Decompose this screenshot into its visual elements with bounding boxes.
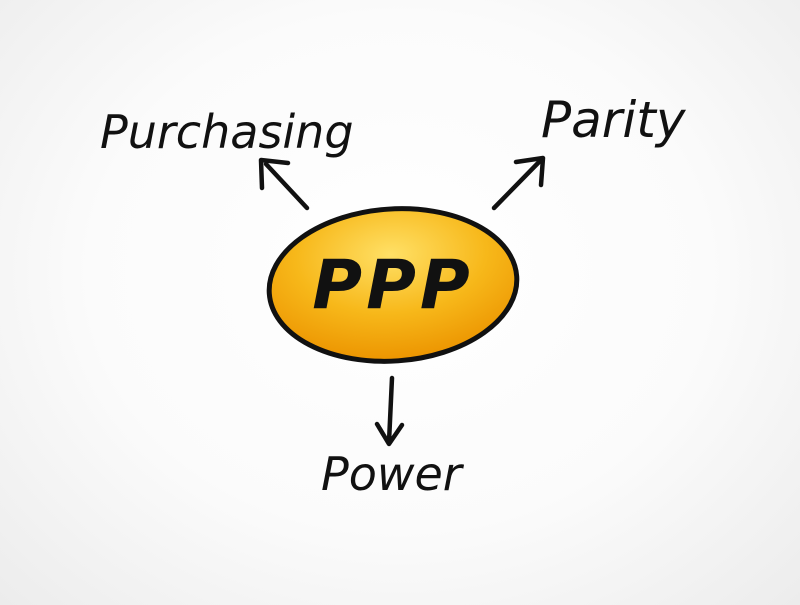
branch-label-purchasing: Purchasing <box>100 105 354 159</box>
arrow-to-parity <box>491 155 546 211</box>
branch-label-power: Power <box>321 447 465 501</box>
arrow-to-purchasing <box>258 157 310 211</box>
center-label: PPP <box>312 246 474 325</box>
arrow-to-power <box>374 375 405 447</box>
center-node: PPP <box>266 206 520 364</box>
branch-label-parity: Parity <box>541 91 687 149</box>
center-ellipse <box>266 206 520 364</box>
